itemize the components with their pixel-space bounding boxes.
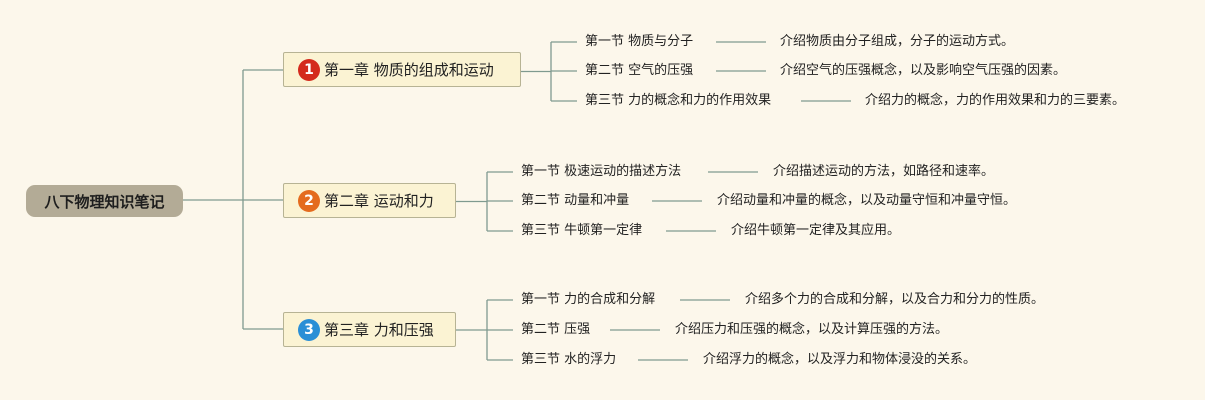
section-title[interactable]: 第三节 水的浮力 (521, 352, 617, 367)
section-title[interactable]: 第三节 牛顿第一定律 (521, 223, 643, 238)
chapter-node-3[interactable]: 3 第三章 力和压强 (283, 312, 456, 347)
root-label: 八下物理知识笔记 (44, 192, 165, 211)
section-description[interactable]: 介绍物质由分子组成，分子的运动方式。 (780, 34, 1015, 49)
section-description[interactable]: 介绍压力和压强的概念，以及计算压强的方法。 (675, 322, 949, 337)
section-title[interactable]: 第一节 极速运动的描述方法 (521, 164, 682, 179)
section-title[interactable]: 第一节 物质与分子 (585, 34, 694, 49)
section-description[interactable]: 介绍空气的压强概念，以及影响空气压强的因素。 (780, 63, 1067, 78)
chapter-node-2[interactable]: 2 第二章 运动和力 (283, 183, 456, 218)
number-badge-icon: 3 (298, 318, 320, 341)
number-badge-icon: 2 (298, 189, 320, 212)
chapter-title: 第二章 运动和力 (324, 192, 434, 210)
chapter-title: 第三章 力和压强 (324, 321, 434, 339)
section-title[interactable]: 第二节 压强 (521, 322, 591, 337)
section-description[interactable]: 介绍多个力的合成和分解，以及合力和分力的性质。 (745, 292, 1045, 307)
number-badge-icon: 1 (298, 58, 320, 81)
section-description[interactable]: 介绍浮力的概念，以及浮力和物体浸没的关系。 (703, 352, 977, 367)
section-description[interactable]: 介绍动量和冲量的概念，以及动量守恒和冲量守恒。 (717, 193, 1017, 208)
chapter-title: 第一章 物质的组成和运动 (324, 61, 494, 79)
root-node[interactable]: 八下物理知识笔记 (26, 185, 183, 217)
section-title[interactable]: 第二节 空气的压强 (585, 63, 694, 78)
section-description[interactable]: 介绍描述运动的方法，如路径和速率。 (773, 164, 995, 179)
section-description[interactable]: 介绍牛顿第一定律及其应用。 (731, 223, 901, 238)
section-description[interactable]: 介绍力的概念，力的作用效果和力的三要素。 (865, 93, 1126, 108)
section-title[interactable]: 第三节 力的概念和力的作用效果 (585, 93, 772, 108)
chapter-node-1[interactable]: 1 第一章 物质的组成和运动 (283, 52, 521, 87)
section-title[interactable]: 第二节 动量和冲量 (521, 193, 630, 208)
section-title[interactable]: 第一节 力的合成和分解 (521, 292, 656, 307)
